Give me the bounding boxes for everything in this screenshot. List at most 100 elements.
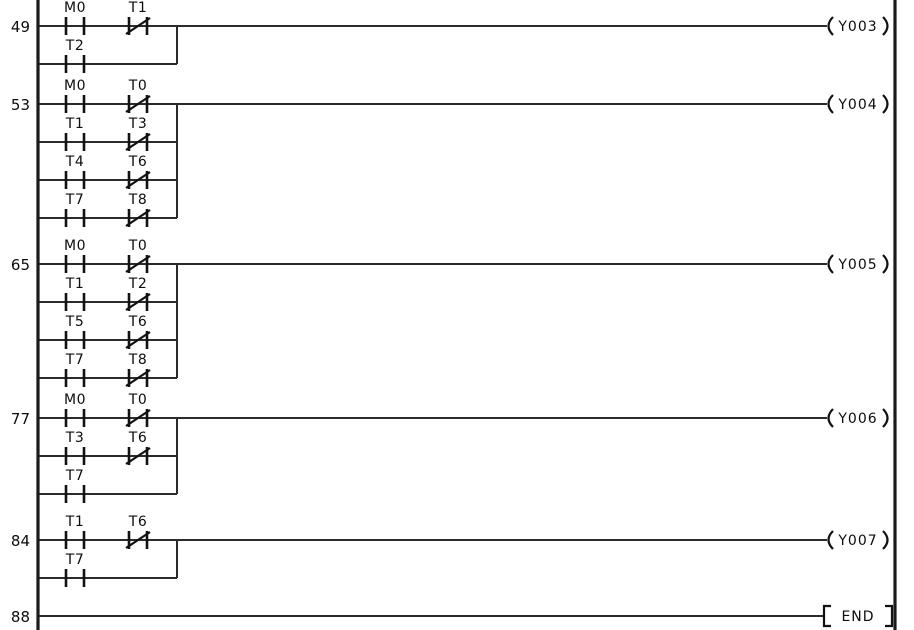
contact-t1-0-0-1[interactable]: T1 <box>125 0 151 35</box>
coil-paren-right <box>882 94 889 114</box>
coil-paren-left <box>827 530 834 550</box>
contact-t1-4-0-0[interactable]: T1 <box>64 514 86 549</box>
contact-label: T7 <box>65 468 84 484</box>
contact-label: T3 <box>128 116 147 132</box>
normally-closed-slash-icon <box>125 409 151 427</box>
contact-m0-1-0-0[interactable]: M0 <box>64 78 86 113</box>
contact-label: T0 <box>128 238 147 254</box>
contact-label: T1 <box>65 514 84 530</box>
normally-closed-slash-icon <box>125 293 151 311</box>
normally-closed-slash-icon <box>125 171 151 189</box>
contact-label: T3 <box>65 430 84 446</box>
contact-t4-1-2-0[interactable]: T4 <box>64 154 86 189</box>
normally-closed-slash-icon <box>125 133 151 151</box>
coil-paren-right <box>882 254 889 274</box>
coil-paren-left <box>827 94 834 114</box>
coil-label: Y003 <box>837 19 877 35</box>
contact-t5-2-2-0[interactable]: T5 <box>64 314 86 349</box>
coil-paren-left <box>827 254 834 274</box>
normally-closed-slash-icon <box>125 331 151 349</box>
bracket-left <box>822 604 831 628</box>
bracket-right <box>885 604 894 628</box>
contact-t7-2-3-0[interactable]: T7 <box>64 352 86 387</box>
contact-label: T2 <box>128 276 147 292</box>
contact-t3-3-1-0[interactable]: T3 <box>64 430 86 465</box>
output-coil-y005[interactable]: Y005 <box>827 254 889 274</box>
contact-t7-1-3-0[interactable]: T7 <box>64 192 86 227</box>
contact-t1-1-1-0[interactable]: T1 <box>64 116 86 151</box>
contact-t0-1-0-1[interactable]: T0 <box>125 78 151 113</box>
rung-number-53: 53 <box>11 96 30 114</box>
contact-t7-3-2-0[interactable]: T7 <box>64 468 86 503</box>
contact-label: M0 <box>64 392 86 408</box>
contact-t0-3-0-1[interactable]: T0 <box>125 392 151 427</box>
coil-label: Y007 <box>837 533 877 549</box>
output-coil-y004[interactable]: Y004 <box>827 94 889 114</box>
contact-t7-4-1-0[interactable]: T7 <box>64 552 86 587</box>
normally-closed-slash-icon <box>125 447 151 465</box>
contact-label: T7 <box>65 192 84 208</box>
normally-closed-slash-icon <box>125 531 151 549</box>
rung-number-49: 49 <box>11 18 30 36</box>
coil-label: Y004 <box>837 97 877 113</box>
normally-closed-slash-icon <box>125 369 151 387</box>
output-coil-y007[interactable]: Y007 <box>827 530 889 550</box>
contact-label: T6 <box>128 514 147 530</box>
output-coil-y003[interactable]: Y003 <box>827 16 889 36</box>
contact-t6-4-0-1[interactable]: T6 <box>125 514 151 549</box>
coil-paren-right <box>882 530 889 550</box>
contact-m0-3-0-0[interactable]: M0 <box>64 392 86 427</box>
contact-t3-1-1-1[interactable]: T3 <box>125 116 151 151</box>
normally-closed-slash-icon <box>125 209 151 227</box>
coil-paren-left <box>827 408 834 428</box>
contact-label: T1 <box>65 116 84 132</box>
contact-label: T6 <box>128 314 147 330</box>
contact-t6-3-1-1[interactable]: T6 <box>125 430 151 465</box>
contact-t2-2-1-1[interactable]: T2 <box>125 276 151 311</box>
contact-label: T1 <box>65 276 84 292</box>
rung-number-77: 77 <box>11 410 30 428</box>
contact-t0-2-0-1[interactable]: T0 <box>125 238 151 273</box>
contact-t2-0-1-0[interactable]: T2 <box>64 38 86 73</box>
contact-label: T7 <box>65 552 84 568</box>
coil-paren-right <box>882 16 889 36</box>
contact-label: M0 <box>64 238 86 254</box>
contact-label: T0 <box>128 78 147 94</box>
contact-label: T2 <box>65 38 84 54</box>
contact-label: T6 <box>128 154 147 170</box>
contact-t6-1-2-1[interactable]: T6 <box>125 154 151 189</box>
end-label: END <box>841 609 874 625</box>
contact-label: M0 <box>64 78 86 94</box>
contact-t6-2-2-1[interactable]: T6 <box>125 314 151 349</box>
contact-label: T0 <box>128 392 147 408</box>
normally-closed-slash-icon <box>125 255 151 273</box>
contact-t1-2-1-0[interactable]: T1 <box>64 276 86 311</box>
coil-paren-right <box>882 408 889 428</box>
output-coil-y006[interactable]: Y006 <box>827 408 889 428</box>
contact-label: M0 <box>64 0 86 16</box>
contact-label: T8 <box>128 192 147 208</box>
coil-label: Y005 <box>837 257 877 273</box>
contact-m0-2-0-0[interactable]: M0 <box>64 238 86 273</box>
coil-paren-left <box>827 16 834 36</box>
contact-t8-2-3-1[interactable]: T8 <box>125 352 151 387</box>
contact-label: T7 <box>65 352 84 368</box>
contact-label: T5 <box>65 314 84 330</box>
contact-label: T4 <box>65 154 84 170</box>
wire-layer <box>38 25 827 617</box>
instruction-end[interactable]: END <box>822 604 894 628</box>
coil-label: Y006 <box>837 411 877 427</box>
power-rail-layer <box>36 0 897 630</box>
contact-t8-1-3-1[interactable]: T8 <box>125 192 151 227</box>
contact-label: T8 <box>128 352 147 368</box>
contact-label: T6 <box>128 430 147 446</box>
normally-closed-slash-icon <box>125 95 151 113</box>
normally-closed-slash-icon <box>125 17 151 35</box>
rung-number-65: 65 <box>11 256 30 274</box>
contact-m0-0-0-0[interactable]: M0 <box>64 0 86 35</box>
